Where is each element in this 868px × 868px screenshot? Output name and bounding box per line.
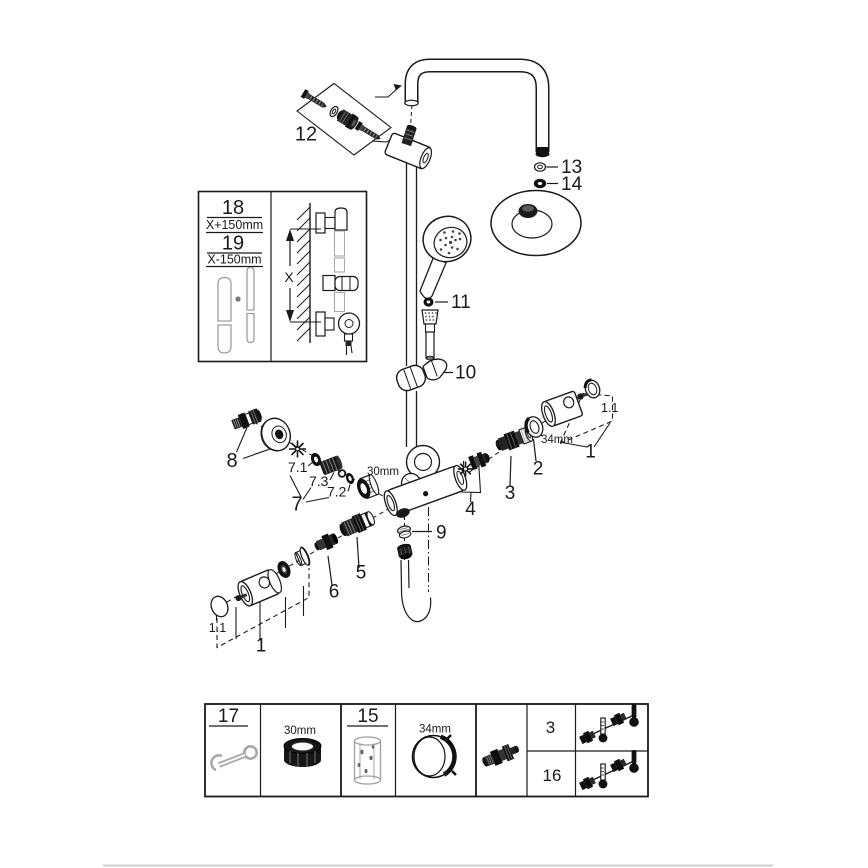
lower-parts-chain (210, 511, 376, 618)
small-screw-icon (235, 593, 248, 602)
callout-11: 11 (451, 292, 471, 313)
callout-30mm: 30mm (367, 466, 399, 478)
hose-cone (421, 309, 439, 361)
socket-tool-icon (353, 736, 382, 785)
inset-part19-note: X-150mm (207, 253, 261, 267)
callout-3: 3 (505, 483, 516, 504)
nut-30mm-icon (283, 738, 322, 767)
washer-13-icon (533, 162, 547, 172)
screw-icon (355, 121, 383, 143)
part5-aquadimmer (339, 511, 376, 537)
hand-shower-handle (419, 255, 447, 300)
part1-1-cap-ring (583, 378, 601, 399)
callout-9: 9 (436, 523, 447, 544)
callout-7-2: 7.2 (327, 484, 347, 500)
arm-open-end (404, 99, 419, 107)
part12-boundary-box (296, 82, 392, 156)
part1-bottom-boundary-box (216, 568, 310, 649)
washer-icon (329, 105, 339, 118)
right-parts-chain (458, 378, 601, 477)
table-ring-size: 34mm (419, 724, 451, 736)
shower-holder (395, 358, 448, 392)
part4-adapter (468, 451, 490, 471)
table-wrench-number: 17 (218, 706, 239, 727)
size-variant-inset: 18 X+150mm 19 X-150mm (197, 190, 368, 363)
left-parts-chain (231, 408, 380, 500)
inset-part18-note: X+150mm (206, 218, 263, 232)
callout-7: 7 (291, 494, 302, 516)
ring-7-2-icon (345, 472, 355, 485)
cone-ring (294, 546, 311, 567)
table-calib-row1-number: 3 (546, 718, 555, 737)
part7-3-sleeve (319, 455, 343, 475)
callout-7-3: 7.3 (309, 473, 329, 489)
callout-5: 5 (356, 563, 367, 584)
holder-hook (422, 358, 448, 381)
inset-part18-number: 18 (222, 197, 244, 219)
inset-dimension-label: X (284, 269, 294, 285)
part9-strainer (397, 525, 412, 539)
spring-clip-star-icon (289, 440, 306, 458)
screw-icon (301, 89, 329, 111)
callout-8: 8 (226, 450, 237, 472)
callout-1-right: 1 (585, 442, 596, 463)
callout-labels: 12 13 14 11 10 8 7.1 7.3 7.2 7 30mm 4 3 … (209, 124, 619, 657)
callout-12: 12 (295, 124, 317, 146)
black-ring (277, 561, 291, 578)
callout-2: 2 (533, 459, 544, 480)
callout-4: 4 (465, 499, 476, 520)
shower-arm (404, 58, 550, 158)
ring-34mm-icon (411, 734, 457, 779)
callout-14: 14 (561, 174, 583, 195)
hose-connection (397, 525, 432, 623)
diverter-knob-icon (336, 109, 359, 130)
diverter-plug (401, 124, 417, 147)
inset-part19-number: 19 (222, 233, 244, 255)
callout-6: 6 (329, 582, 340, 603)
wall-mount-sketch: X (284, 203, 361, 355)
rail-tubes-icon (217, 266, 255, 354)
mixer-cylinder (383, 464, 468, 517)
callout-10: 10 (455, 363, 476, 384)
part8-fitting (231, 408, 262, 430)
hose-nut (397, 543, 413, 560)
callout-1-1-bottom: 1.1 (209, 621, 226, 635)
part1-handle-knob (540, 390, 583, 427)
riser-rail (405, 163, 418, 447)
mixer-body-assembly (383, 444, 468, 518)
union-nut-30mm (356, 474, 380, 500)
table-calib-row2-number: 16 (543, 766, 562, 785)
part2-ring (524, 416, 544, 438)
part6-check-valve (314, 533, 339, 551)
callout-1-1-right: 1.1 (601, 401, 618, 415)
callout-1-bottom: 1 (256, 636, 267, 657)
callout-13: 13 (561, 157, 582, 178)
retainer-star-icon (458, 461, 473, 477)
diverter-housing (384, 124, 433, 170)
spray-face-dots (439, 230, 462, 255)
tools-table: 17 30mm 15 34mm (204, 703, 649, 798)
adapter-icon (482, 743, 520, 767)
small-oring-icon (337, 469, 347, 478)
part8-flange-disc (260, 417, 292, 452)
bottom-outlet (396, 508, 410, 518)
part12-diverter-set (301, 89, 383, 143)
hand-shower (419, 215, 472, 361)
wrench-icon (210, 744, 259, 772)
table-socket-number: 15 (357, 706, 378, 727)
callout-7-1: 7.1 (288, 459, 308, 475)
oring-7-1-icon (310, 452, 322, 467)
cap-1-1-icon (210, 595, 229, 618)
table-nut-size: 30mm (284, 725, 316, 737)
head-shower (490, 162, 582, 257)
callout-34mm: 34mm (541, 434, 573, 446)
hose-curve (400, 587, 432, 623)
part3-thermo-cartridge (495, 426, 534, 451)
